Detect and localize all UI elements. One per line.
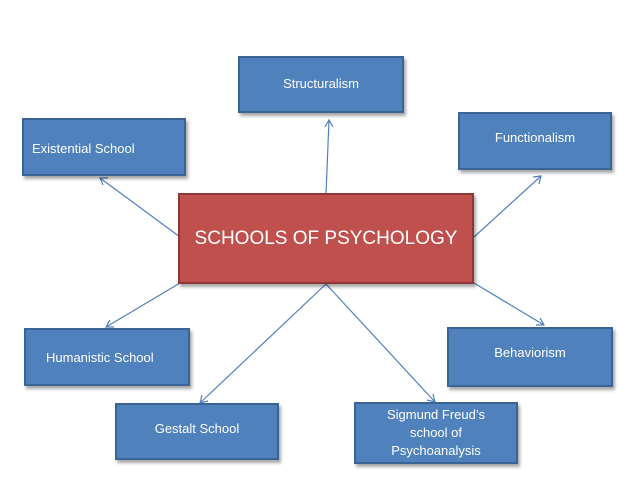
arrow-to-structuralism — [325, 119, 330, 195]
arrow-to-psychoanalysis — [325, 283, 436, 403]
node-structuralism: Structuralism — [238, 56, 404, 113]
arrow-to-behaviorism — [473, 282, 545, 326]
node-functionalism-label: Functionalism — [494, 130, 576, 145]
arrowhead-structuralism — [324, 118, 334, 128]
node-behaviorism: Behaviorism — [447, 327, 613, 387]
arrow-to-gestalt — [199, 283, 327, 404]
node-psychoanalysis: Sigmund Freud’s school of Psychoanalysis — [354, 402, 518, 464]
node-functionalism: Functionalism — [458, 112, 612, 170]
arrow-to-functionalism — [473, 175, 542, 238]
node-existential-label: Existential School — [32, 141, 135, 156]
node-psychoanalysis-line1: Sigmund Freud’s — [386, 407, 486, 422]
node-gestalt-label: Gestalt School — [154, 421, 240, 436]
arrowhead-functionalism — [532, 175, 542, 185]
arrow-to-humanistic — [105, 282, 181, 328]
node-psychoanalysis-line2: school of — [409, 425, 463, 440]
center-node-label: SCHOOLS OF PSYCHOLOGY — [194, 227, 458, 249]
node-psychoanalysis-line3: Psychoanalysis — [391, 443, 481, 458]
center-node: SCHOOLS OF PSYCHOLOGY — [178, 193, 474, 284]
arrowhead-behaviorism — [536, 317, 546, 326]
node-behaviorism-label: Behaviorism — [494, 345, 566, 360]
node-humanistic-label: Humanistic School — [46, 350, 154, 365]
node-humanistic: Humanistic School — [24, 328, 190, 386]
arrowhead-existential — [99, 177, 108, 186]
node-existential: Existential School — [22, 118, 186, 176]
arrowhead-humanistic — [104, 319, 114, 328]
arrow-to-existential — [99, 177, 181, 238]
node-structuralism-label: Structuralism — [283, 76, 359, 91]
node-gestalt: Gestalt School — [115, 403, 279, 460]
